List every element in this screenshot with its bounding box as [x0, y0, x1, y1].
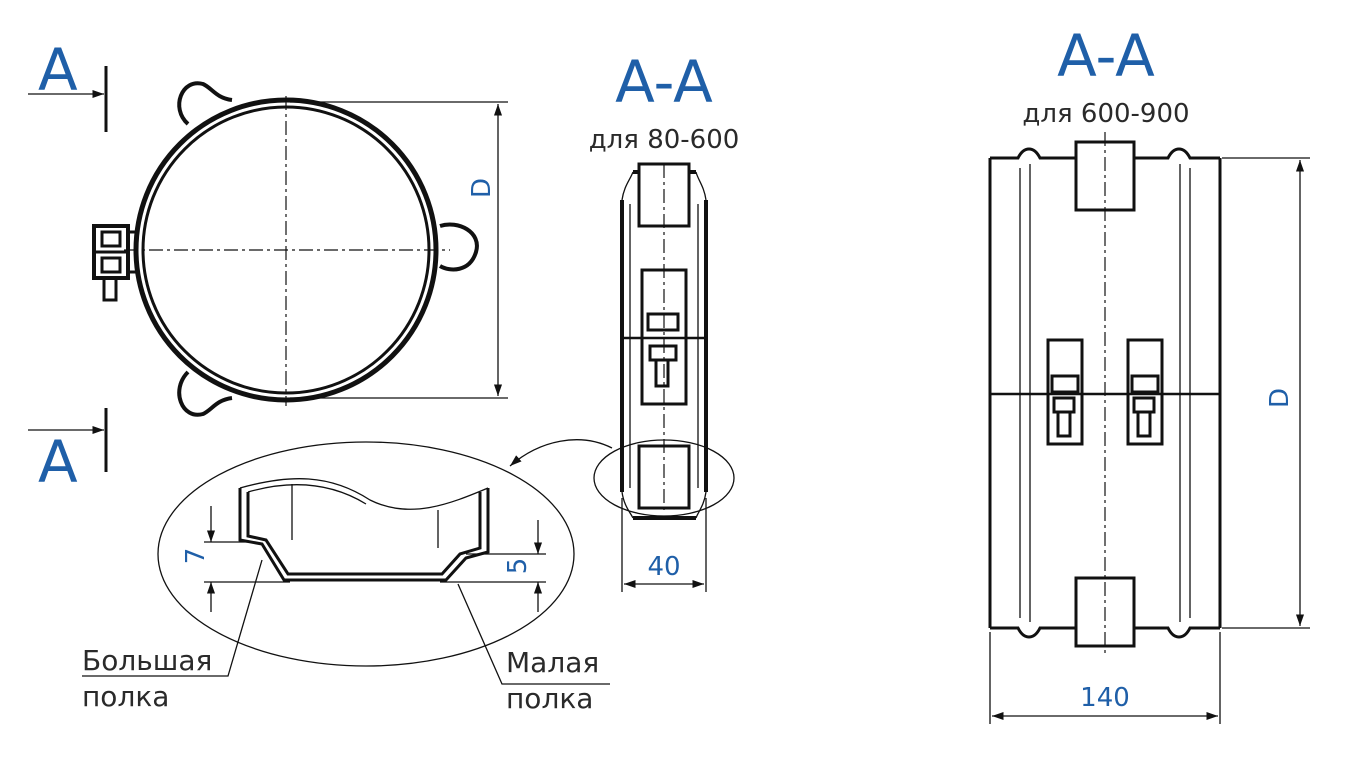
bottom-lug — [177, 370, 233, 417]
detail-big-flange-dim: 7 — [181, 548, 211, 565]
section-marker-bottom-label: A — [38, 428, 78, 496]
detail-callout-ellipse — [593, 439, 735, 517]
large-section-subtitle: для 600-900 — [1022, 99, 1189, 129]
clamp-bolt — [92, 224, 138, 302]
section-marker-top: A — [28, 36, 108, 132]
section-marker-bottom: A — [28, 408, 108, 496]
label-small-flange-line1: Малая — [506, 646, 599, 679]
label-big-flange-line1: Большая — [82, 644, 212, 677]
label-small-flange-line2: полка — [506, 682, 593, 715]
top-lug — [177, 81, 233, 126]
small-section-view: A-A для 80-600 40 — [509, 48, 740, 592]
small-section-width-label: 40 — [647, 552, 680, 582]
detail-view: 7 5 Большая полка Малая полка — [82, 441, 610, 715]
clamp-front-view: D — [92, 81, 508, 417]
large-section-diameter-label: D — [1265, 388, 1295, 408]
detail-ellipse — [157, 441, 575, 667]
detail-small-flange-dim: 5 — [503, 558, 533, 575]
small-section-subtitle: для 80-600 — [589, 125, 740, 155]
large-section-view: A-A для 600-900 D 140 — [988, 22, 1310, 724]
small-section-title: A-A — [615, 48, 713, 116]
large-section-title: A-A — [1057, 22, 1155, 90]
right-lug — [438, 222, 479, 272]
large-section-width-label: 140 — [1080, 683, 1130, 713]
front-diameter-label: D — [467, 178, 497, 198]
label-big-flange-line2: полка — [82, 680, 169, 713]
section-marker-top-label: A — [38, 36, 78, 104]
